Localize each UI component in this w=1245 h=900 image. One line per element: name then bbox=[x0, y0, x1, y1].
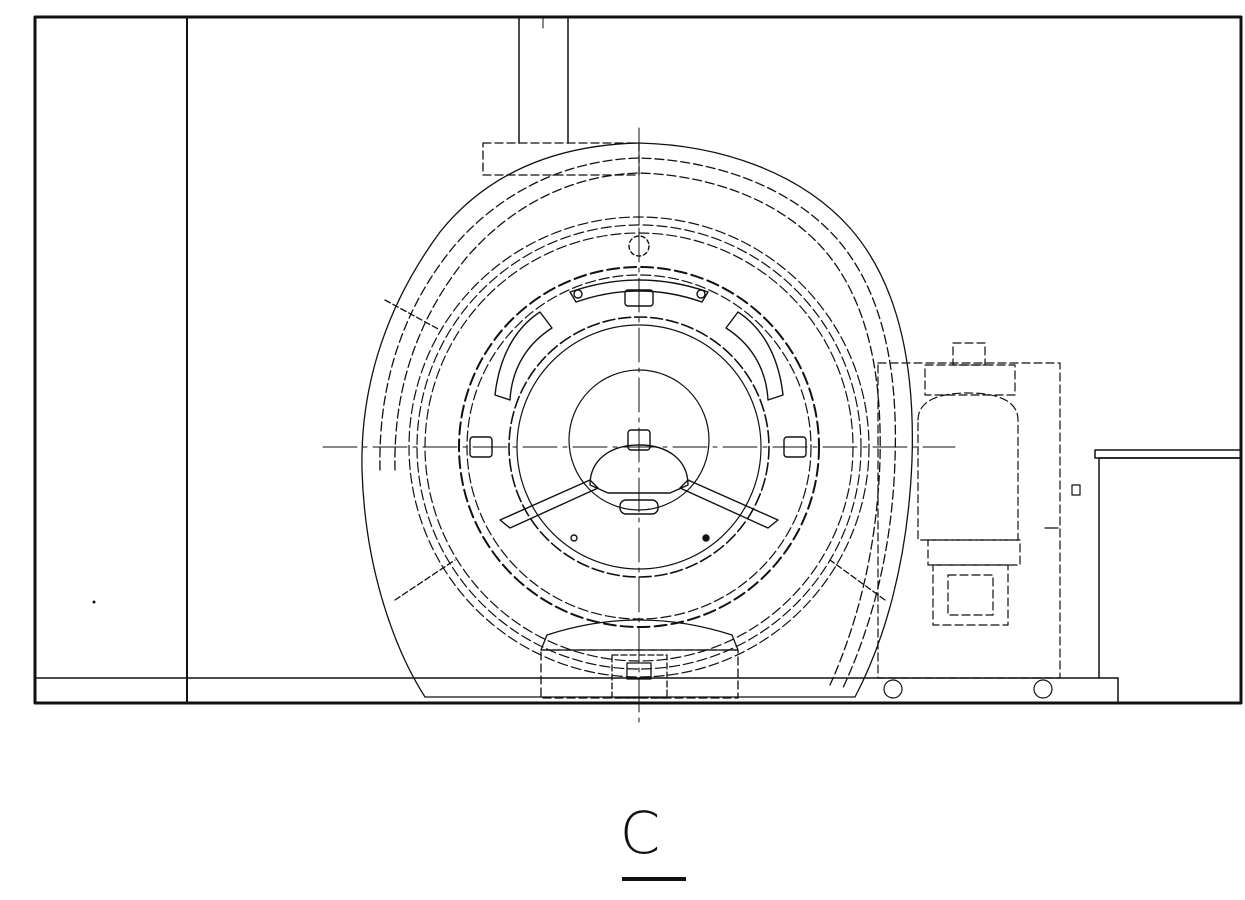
shell-segment-lower-right bbox=[829, 559, 886, 601]
ring-gradient-a bbox=[458, 266, 820, 628]
view-label: C bbox=[619, 799, 661, 867]
left-port bbox=[469, 436, 493, 458]
table-pedestal bbox=[540, 619, 739, 699]
table-top-left bbox=[499, 479, 599, 529]
ring-outer-b bbox=[416, 224, 862, 670]
upper-arc-window bbox=[569, 279, 709, 303]
cart-lower-box bbox=[927, 539, 1021, 566]
right-port bbox=[783, 436, 807, 458]
room-frame bbox=[33, 15, 1243, 705]
cart-frame bbox=[877, 362, 1061, 679]
cart-tank bbox=[917, 392, 1019, 541]
housing-outer-shell bbox=[361, 142, 913, 698]
equipment-cart bbox=[877, 342, 1061, 679]
patient-cradle bbox=[499, 429, 779, 542]
cart-wheel-right bbox=[1033, 679, 1053, 699]
coil-windows bbox=[469, 235, 807, 458]
magnet-housing bbox=[361, 142, 913, 698]
cart-inner-box bbox=[947, 574, 994, 616]
stray-dot bbox=[92, 600, 96, 604]
table-top-right bbox=[679, 479, 779, 529]
top-marker bbox=[628, 235, 650, 257]
top-left-hole bbox=[573, 289, 583, 299]
top-right-hole bbox=[696, 289, 706, 299]
cradle-connector bbox=[627, 429, 651, 451]
cradle-slot bbox=[619, 499, 659, 515]
ring-outer-a bbox=[408, 216, 870, 678]
cradle-shell bbox=[589, 444, 689, 494]
top-service-box bbox=[482, 142, 640, 176]
shell-segment-lower-left bbox=[394, 559, 456, 601]
bore-hole-right bbox=[702, 534, 710, 542]
pedestal-top bbox=[540, 619, 739, 651]
cart-handle bbox=[952, 342, 986, 366]
side-cabinet bbox=[1094, 449, 1242, 679]
shell-segment-upper-left bbox=[384, 299, 441, 331]
pedestal-connector bbox=[626, 662, 652, 680]
top-connector bbox=[624, 289, 654, 307]
cart-top-module bbox=[924, 364, 1016, 396]
ring-outer-c bbox=[424, 232, 854, 662]
ring-patient bbox=[568, 369, 710, 511]
right-slot-window bbox=[725, 311, 784, 401]
cart-wheels bbox=[883, 484, 1081, 699]
center-lines bbox=[322, 127, 956, 723]
ring-bore-a bbox=[508, 316, 770, 578]
cabinet-outline bbox=[1098, 457, 1242, 679]
cart-base-box bbox=[932, 564, 1009, 626]
room-outline bbox=[33, 15, 1243, 705]
ring-bore-b bbox=[516, 324, 762, 570]
left-slot-window bbox=[494, 311, 553, 401]
housing-inner-shell-1 bbox=[379, 157, 897, 691]
pedestal-core bbox=[611, 654, 668, 699]
cart-side-latch bbox=[1071, 484, 1081, 496]
view-label-underline bbox=[622, 877, 686, 881]
ring-gradient-b bbox=[466, 274, 812, 620]
bore-rings bbox=[408, 216, 870, 678]
cart-wheel-left bbox=[883, 679, 903, 699]
bore-hole-left bbox=[570, 534, 578, 542]
cabinet-top bbox=[1094, 449, 1242, 459]
housing-inner-shell-2 bbox=[394, 172, 881, 686]
